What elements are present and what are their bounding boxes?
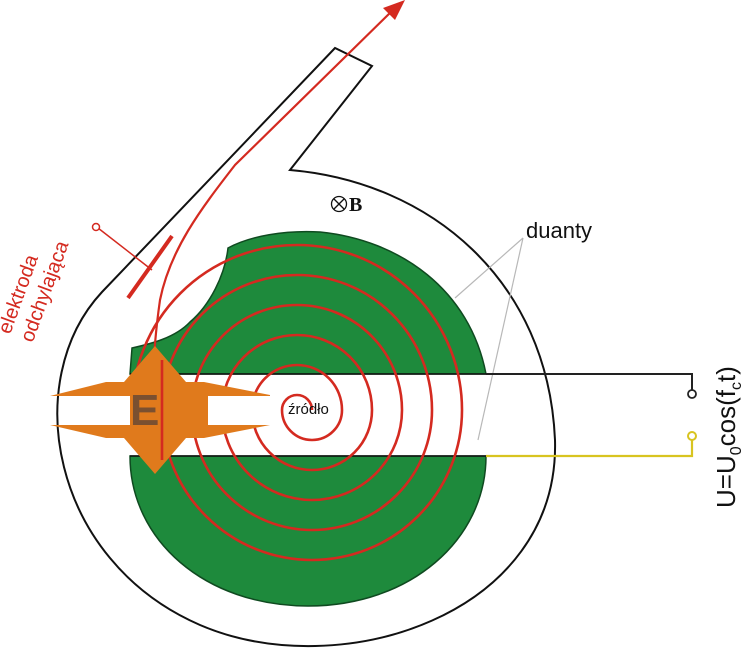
electric-field-arrow [50, 346, 270, 474]
wire-upper [486, 373, 693, 390]
deflector-lead [97, 227, 153, 271]
svg-text:U=U0cos(fct): U=U0cos(fct) [711, 366, 743, 508]
terminal-upper [687, 389, 697, 399]
field-arrow-notch-left [102, 396, 130, 425]
voltage-formula: U=U0cos(fct) [711, 366, 743, 508]
extraction-arrow-head [383, 0, 405, 20]
wire-lower [486, 440, 694, 458]
magnetic-field-label: B [349, 194, 362, 216]
terminal-lower [687, 431, 697, 441]
deflector-electrode [126, 234, 174, 300]
field-arrow-notch-right [208, 396, 270, 425]
source-label: źródło [288, 401, 329, 418]
field-letter: E [130, 386, 159, 435]
magnetic-field-indicator: B [330, 194, 362, 216]
deflector-label: elektroda odchylająca [0, 237, 74, 345]
dees-leader-lines [454, 237, 524, 441]
circled-x-icon [330, 195, 348, 213]
deflector-terminal [91, 222, 101, 232]
dees-label: duanty [526, 218, 592, 243]
svg-text:E: E [130, 386, 159, 435]
